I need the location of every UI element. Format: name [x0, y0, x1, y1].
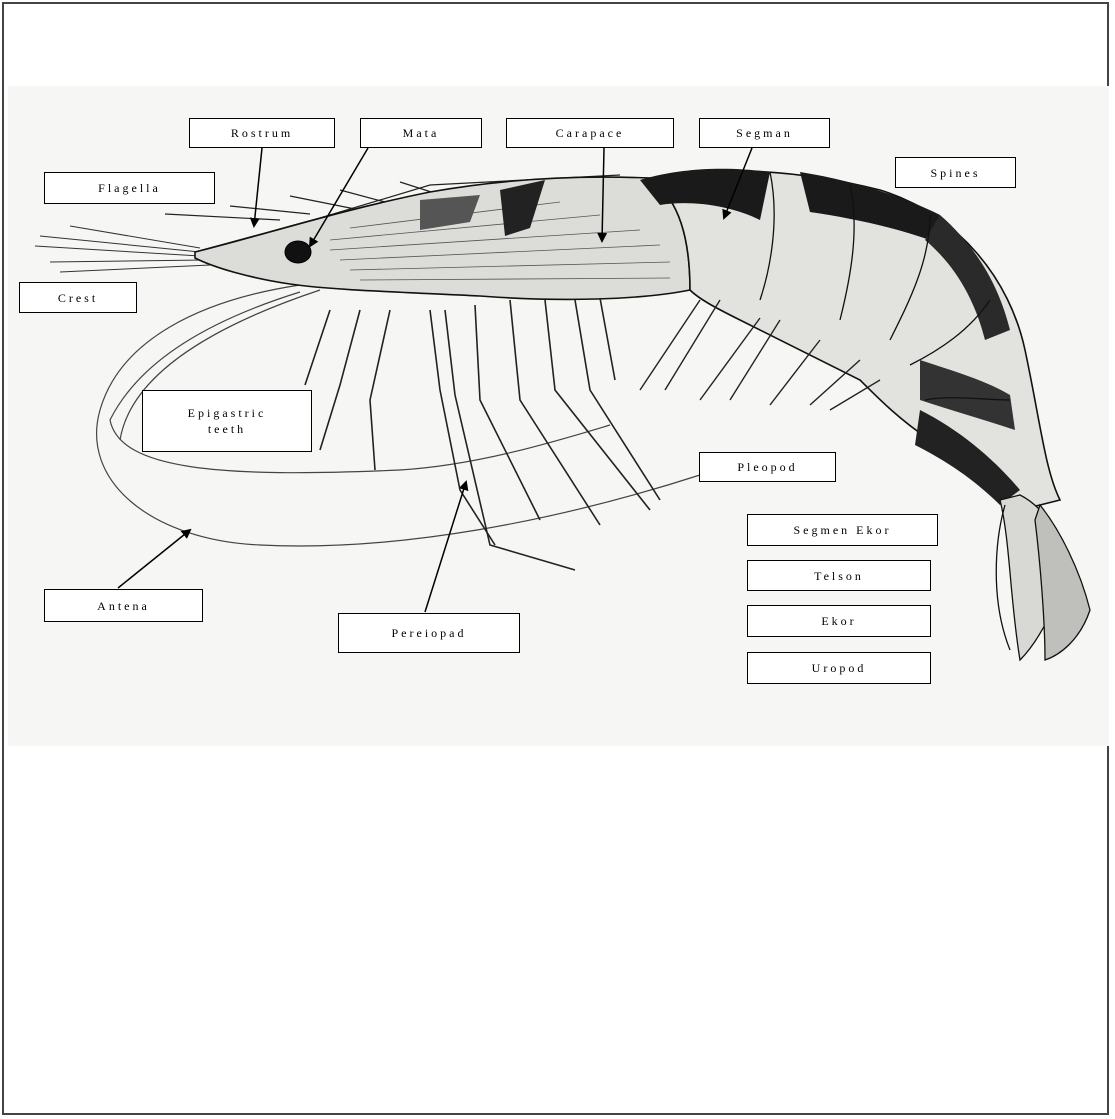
label-ekor: Ekor [747, 605, 931, 637]
tail-fan [996, 495, 1090, 660]
label-telson: Telson [747, 560, 931, 591]
label-segmen-ekor: Segmen Ekor [747, 514, 938, 546]
arrow-antena [118, 530, 190, 588]
arrow-pereiopad [425, 482, 466, 612]
label-segman: Segman [699, 118, 830, 148]
flagella-strands [35, 226, 210, 272]
label-rostrum: Rostrum [189, 118, 335, 148]
arrow-rostrum [254, 148, 262, 226]
label-pleopod: Pleopod [699, 452, 836, 482]
label-uropod: Uropod [747, 652, 931, 684]
label-mata: Mata [360, 118, 482, 148]
label-carapace: Carapace [506, 118, 674, 148]
label-epigastric-teeth: Epigastric teeth [142, 390, 312, 452]
eye [285, 241, 311, 263]
label-flagella: Flagella [44, 172, 215, 204]
label-antena: Antena [44, 589, 203, 622]
carapace-shape [195, 177, 690, 299]
label-crest: Crest [19, 282, 137, 313]
label-pereiopad: Pereiopad [338, 613, 520, 653]
label-spines: Spines [895, 157, 1016, 188]
